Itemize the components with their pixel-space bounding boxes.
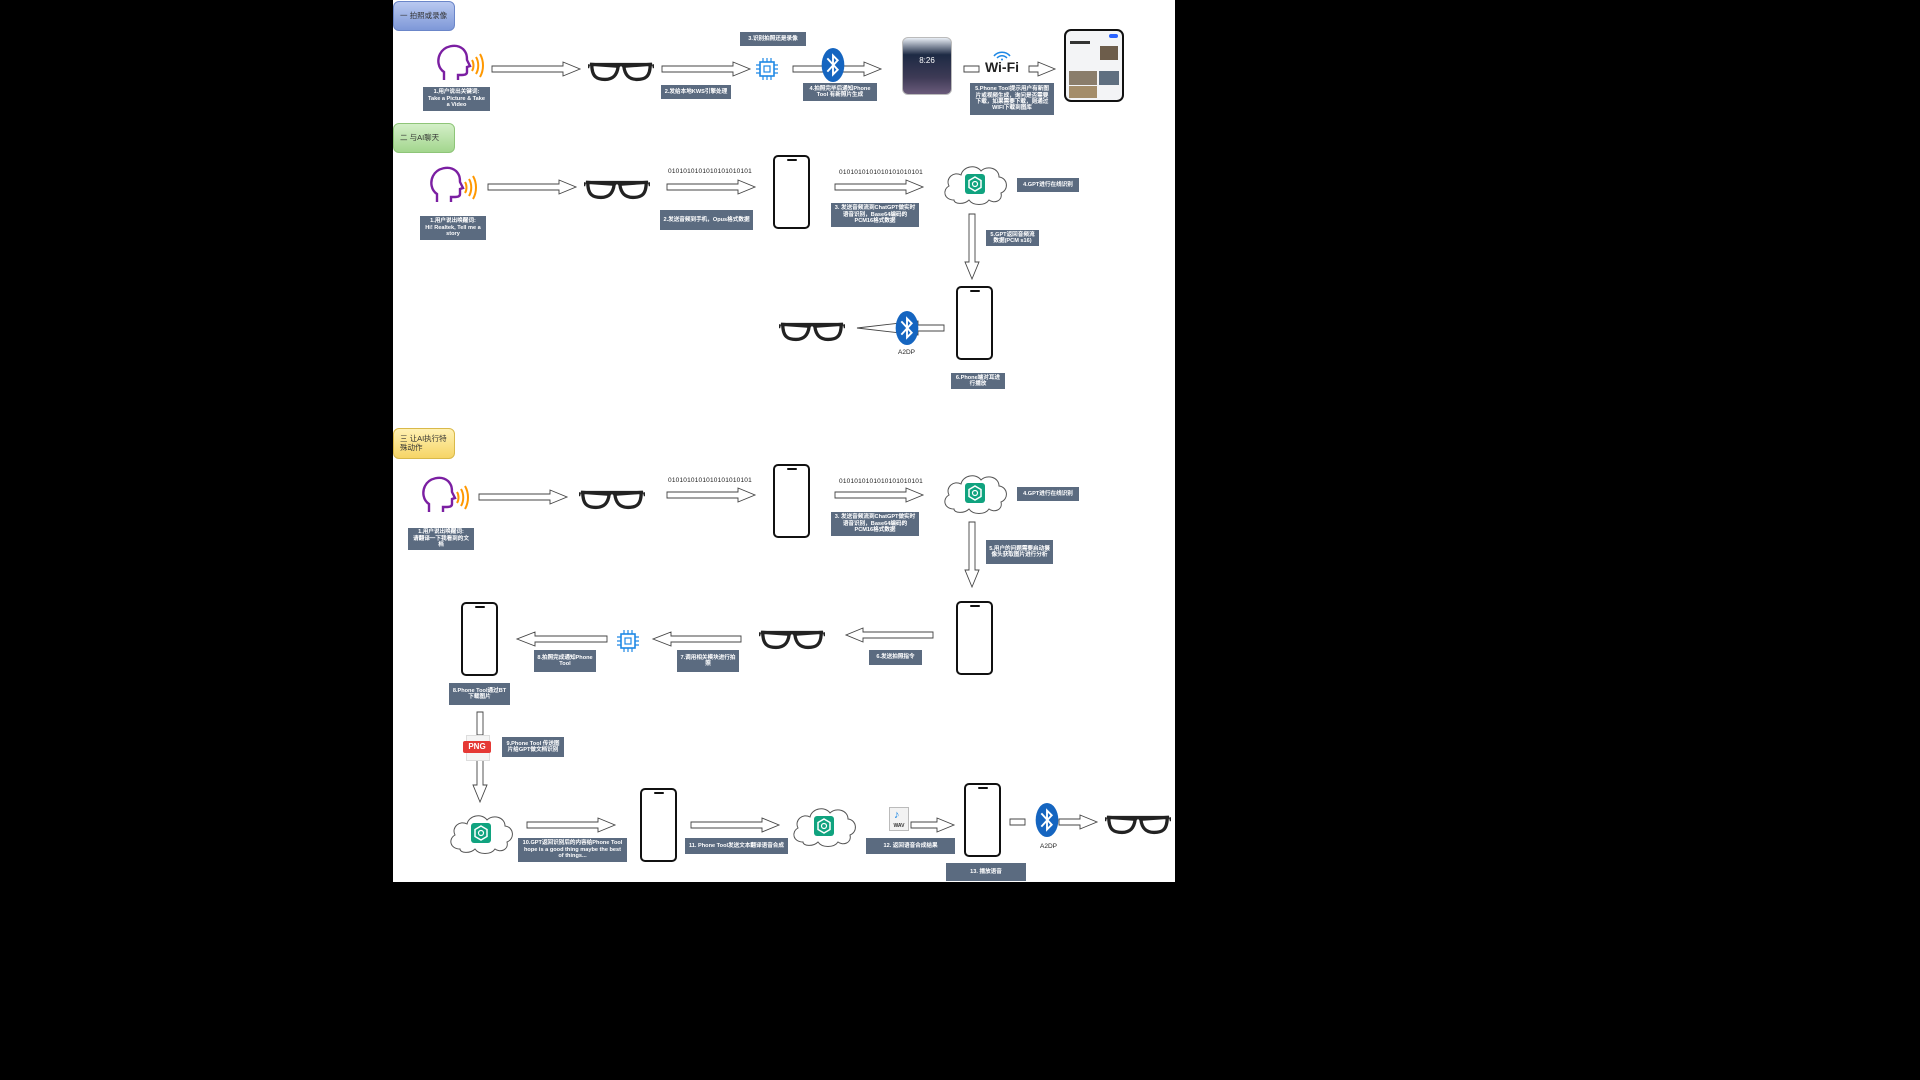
phone-icon [640,788,677,862]
speaking-head-icon [434,44,484,84]
s3-step13-label: 13. 播放语音 [946,863,1026,881]
s3-step5-label: 5.用户的问题需要启动摄像头获取图片进行分析 [986,540,1053,564]
s3-step8a-label: 8.拍照完成通知Phone Tool [534,650,596,672]
phone-icon [773,155,810,229]
s3-step9-label: 9.Phone Tool 传送图片给GPT做文档识别 [502,737,564,757]
s3-step3-label: 3. 发送音频流到ChatGPT做实时语音识别，Base64编码的PCM16格式… [831,512,919,536]
s1-step1-label: 1.用户说出关键词: Take a Picture & Take a Video [423,87,490,111]
bitstream-text: 0101010101010101010101 [668,477,752,484]
wifi-logo: Wi-Fi [979,50,1025,80]
speaking-head-icon [427,166,477,206]
flow-arrows [472,61,1099,833]
s2-step3-label: 3. 发送音频流到ChatGPT做实时语音识别，Base64编码的PCM16格式… [831,203,919,227]
music-note-icon: ♪ [894,809,900,821]
s3-step8b-label: 8.Phone Tool通过BT 下载图片 [449,683,510,705]
phone-icon [773,464,810,538]
phone-time: 8:26 [919,56,935,65]
png-badge: PNG [463,741,491,753]
s2-step2-label: 2.发送音频到手机，Opus格式数据 [660,210,753,230]
glasses-icon [579,486,645,510]
chatgpt-cloud-icon [940,162,1010,206]
s3-step1-label: 1.用户说出唤醒词: 请翻译一下我看到的文档 [408,528,474,550]
s1-step5-label: 5.Phone Tool提示用户有新图片或视频生成，询问是否需要下载，如果需要下… [970,83,1054,115]
phone-icon [964,783,1001,857]
s1-step2-label: 2.发给本地KWS引擎处理 [661,85,731,99]
s3-step11-label: 11. Phone Tool发送文本翻译语音合成 [685,838,788,854]
s2-step5-label: 5.GPT返回音频流数据(PCM s16) [986,230,1039,246]
flow-diagram: 一 拍照或录像 1.用户说出关键词: Take a Picture & Take… [393,0,1175,882]
a2dp-label: A2DP [1040,843,1057,850]
s2-step6-label: 6.Phone端对耳进行播放 [951,373,1005,389]
s3-step10-label: 10.GPT返回识别后的内容给Phone Tool hope is a good… [518,838,627,862]
s1-step3-label: 3.识别拍照还是录像 [740,32,806,46]
chatgpt-cloud-icon [789,804,859,848]
phone-icon [956,601,993,675]
section-3-header: 三 让AI执行特殊动作 [393,428,455,459]
s1-step4-label: 4.拍照完毕后通知Phone Tool 有新照片生成 [803,83,877,101]
phone-icon [461,602,498,676]
chip-icon [616,629,640,653]
bluetooth-icon [821,48,845,82]
glasses-icon [1105,811,1171,835]
s2-step4-label: 4.GPT进行在线识别 [1017,178,1079,192]
glasses-icon [759,626,825,650]
glasses-icon [584,176,650,200]
wifi-icon [993,51,1011,61]
bluetooth-icon [1035,803,1059,837]
phone-gallery-image [1064,29,1124,102]
s2-step1-label: 1.用户说出唤醒词: Hi! Realtek, Tell me a story [420,216,486,240]
wifi-text: Wi-Fi [984,59,1020,75]
a2dp-label: A2DP [898,349,915,356]
bitstream-text: 0101010101010101010101 [839,169,923,176]
chatgpt-cloud-icon [446,811,516,855]
png-file-icon: PNG [463,735,491,761]
chip-icon [755,57,779,81]
bluetooth-icon [895,311,919,345]
wav-file-icon: ♪ WAV [889,807,909,831]
bitstream-text: 0101010101010101010101 [668,168,752,175]
glasses-icon [779,318,845,342]
chatgpt-cloud-icon [940,471,1010,515]
wav-label: WAV [893,823,905,829]
s3-step12-label: 12. 返回语音合成结果 [866,838,955,854]
s3-step6-label: 6.发送拍照指令 [869,650,922,665]
bitstream-text: 0101010101010101010101 [839,478,923,485]
s3-step4-label: 4.GPT进行在线识别 [1017,487,1079,501]
s3-step7-label: 7.调用相关模块进行拍照 [677,650,739,672]
phone-lockscreen-image: 8:26 [902,37,952,95]
section-1-header: 一 拍照或录像 [393,1,455,31]
phone-icon [956,286,993,360]
glasses-icon [588,58,654,82]
section-2-header: 二 与AI聊天 [393,123,455,153]
speaking-head-icon [419,476,469,516]
